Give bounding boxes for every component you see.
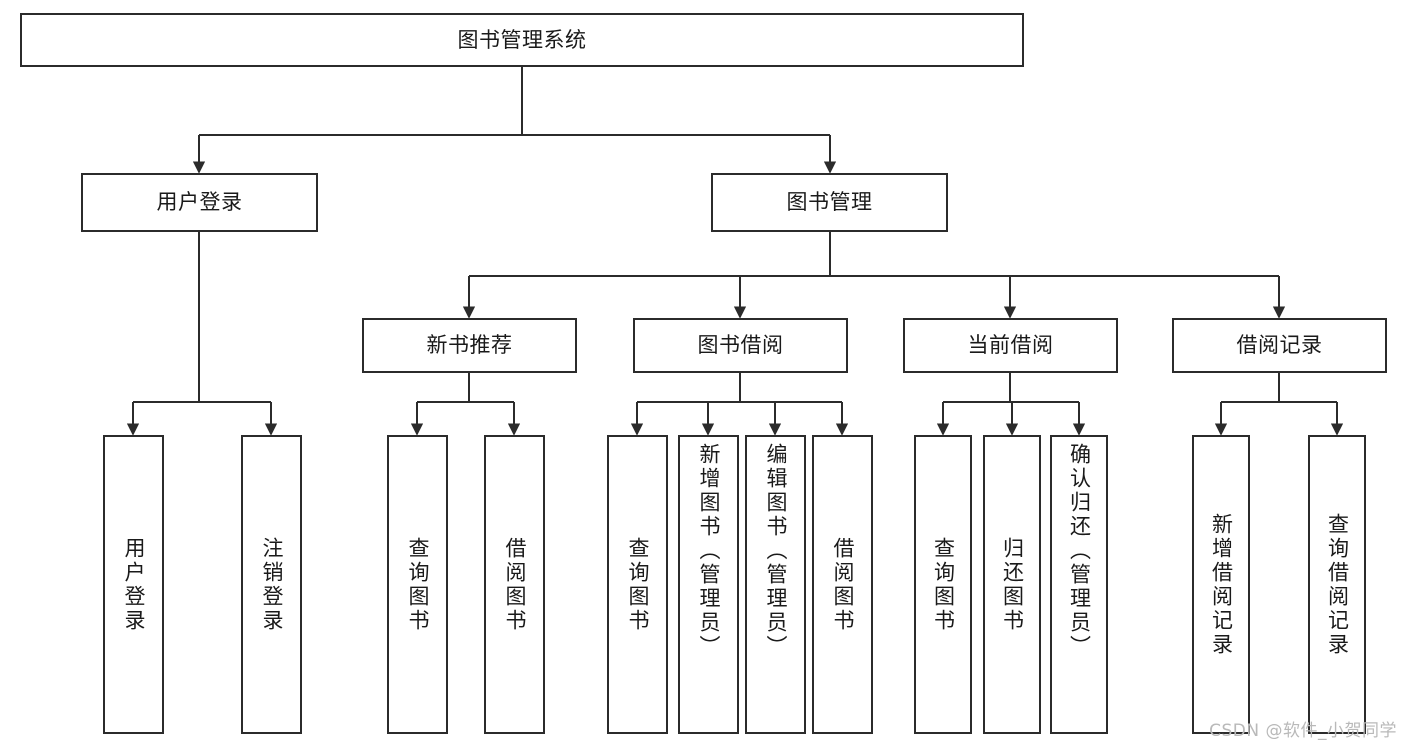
node-label-leaf-borrow-query-book: 查询图书 [626,536,650,633]
node-leaf-logout[interactable]: 注销登录 [241,435,302,734]
node-current-borrow[interactable]: 当前借阅 [903,318,1118,373]
node-label-leaf-return-book: 归还图书 [1000,536,1025,633]
node-leaf-cur-query-book[interactable]: 查询图书 [914,435,972,734]
node-label-leaf-add-borrow-record: 新增借阅记录 [1209,512,1234,657]
node-label-leaf-confirm-return-admin: 确认归还（管理员） [1067,443,1092,659]
node-book-borrow[interactable]: 图书借阅 [633,318,848,373]
csdn-watermark: CSDN @软件_小贺同学 [1209,721,1397,741]
node-label-current-borrow: 当前借阅 [967,333,1054,358]
node-label-leaf-edit-book-admin: 编辑图书（管理员） [764,443,788,659]
node-leaf-borrow-query-book[interactable]: 查询图书 [607,435,668,734]
node-label-leaf-rec-query-book: 查询图书 [406,536,430,633]
node-label-leaf-borrow-book: 借阅图书 [831,536,855,633]
node-label-leaf-cur-query-book: 查询图书 [931,536,956,633]
node-label-borrow-record: 借阅记录 [1236,333,1323,358]
node-leaf-confirm-return-admin[interactable]: 确认归还（管理员） [1050,435,1108,734]
node-label-leaf-logout: 注销登录 [260,536,284,633]
node-leaf-borrow-book[interactable]: 借阅图书 [812,435,873,734]
node-leaf-edit-book-admin[interactable]: 编辑图书（管理员） [745,435,806,734]
node-leaf-return-book[interactable]: 归还图书 [983,435,1041,734]
node-borrow-record[interactable]: 借阅记录 [1172,318,1387,373]
node-label-leaf-add-book-admin: 新增图书（管理员） [697,443,721,659]
node-leaf-add-borrow-record[interactable]: 新增借阅记录 [1192,435,1250,734]
node-leaf-user-login[interactable]: 用户登录 [103,435,164,734]
node-label-root: 图书管理系统 [457,27,587,52]
node-root[interactable]: 图书管理系统 [20,13,1024,67]
node-user-login[interactable]: 用户登录 [81,173,318,232]
node-label-leaf-rec-borrow-book: 借阅图书 [503,536,527,633]
node-label-book-borrow: 图书借阅 [697,333,784,358]
node-leaf-add-book-admin[interactable]: 新增图书（管理员） [678,435,739,734]
node-label-new-book-rec: 新书推荐 [426,333,513,358]
node-leaf-query-borrow-record[interactable]: 查询借阅记录 [1308,435,1366,734]
node-leaf-rec-borrow-book[interactable]: 借阅图书 [484,435,545,734]
node-leaf-rec-query-book[interactable]: 查询图书 [387,435,448,734]
node-book-manage[interactable]: 图书管理 [711,173,948,232]
node-new-book-rec[interactable]: 新书推荐 [362,318,577,373]
node-label-leaf-query-borrow-record: 查询借阅记录 [1325,512,1350,657]
node-label-user-login: 用户登录 [156,190,243,215]
node-label-book-manage: 图书管理 [786,190,873,215]
node-label-leaf-user-login: 用户登录 [122,536,146,633]
